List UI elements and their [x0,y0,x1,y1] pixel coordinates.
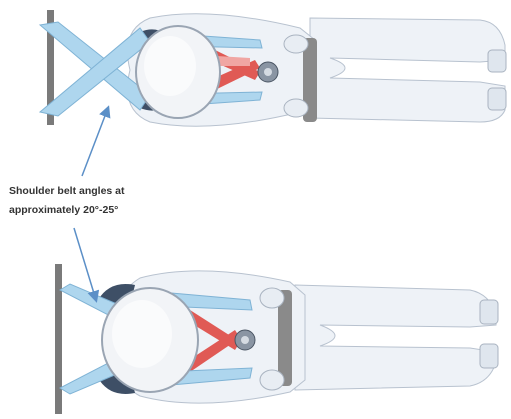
callout-arrow-icon [82,108,108,176]
foot [488,50,506,72]
harness-buckle-icon [241,336,249,344]
callout-line-2: approximately 20°-25° [9,201,179,220]
helmet-visor [144,36,196,96]
harness-buckle-icon [264,68,272,76]
foot [488,88,506,110]
foot [480,344,498,368]
hand [260,288,284,308]
hand [284,35,308,53]
helmet-visor [112,300,172,368]
seat-back-bar [55,264,62,414]
callout-line-1: Shoulder belt angles at [9,182,179,201]
shoulder-belt-callout: Shoulder belt angles at approximately 20… [9,182,179,220]
foot [480,300,498,324]
bottom-figure [55,264,498,414]
hand [284,99,308,117]
top-figure [40,10,506,126]
legs [310,18,505,122]
legs [295,285,496,390]
hand [260,370,284,390]
